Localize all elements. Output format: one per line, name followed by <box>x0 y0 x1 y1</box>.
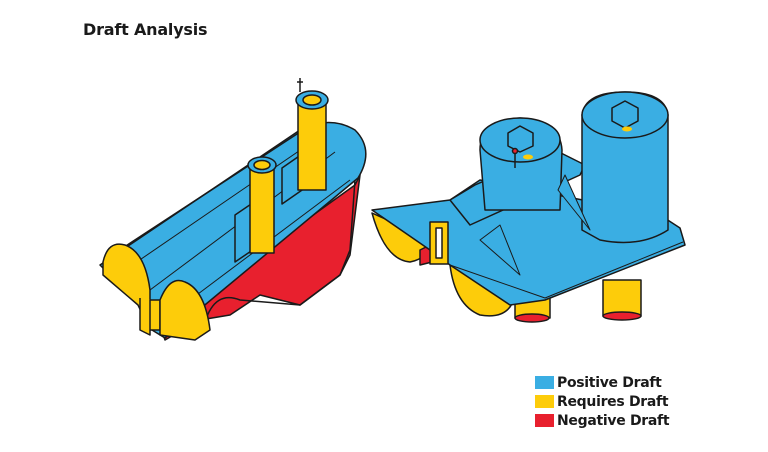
part-right <box>371 91 686 323</box>
requires-draft-swatch <box>535 395 554 408</box>
legend-label: Positive Draft <box>557 374 662 391</box>
legend-item-requires: Requires Draft <box>535 392 669 411</box>
part-left <box>99 78 367 341</box>
legend-item-positive: Positive Draft <box>535 373 669 392</box>
page-title: Draft Analysis <box>83 20 208 39</box>
positive-draft-swatch <box>535 376 554 389</box>
legend-label: Requires Draft <box>557 393 669 410</box>
negative-draft-swatch <box>535 414 554 427</box>
legend-item-negative: Negative Draft <box>535 411 670 430</box>
legend-label: Negative Draft <box>557 412 670 429</box>
legend: Positive Draft Requires Draft Negative D… <box>535 373 670 430</box>
